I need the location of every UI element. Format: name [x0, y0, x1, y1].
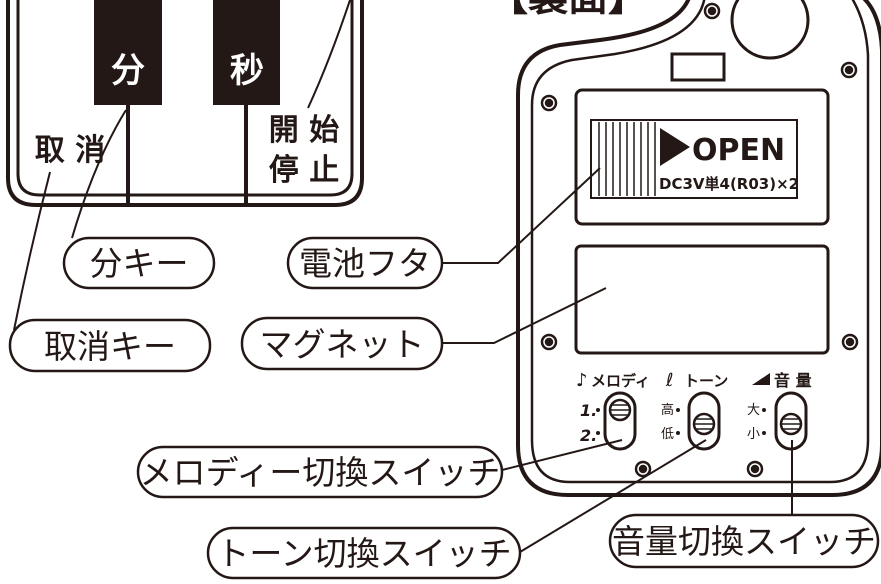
melody-switch	[603, 391, 637, 451]
open-text: OPEN	[692, 133, 785, 168]
leader-cancel	[13, 171, 51, 331]
battery-cover-callout	[286, 236, 444, 290]
open-arrow-icon	[660, 128, 690, 166]
start-key-label-2: 停 止	[269, 153, 339, 188]
leader-start-top	[307, 0, 351, 109]
melody-switch-label: メロディ	[591, 372, 650, 390]
volume-switch-callout	[608, 513, 880, 569]
hanging-hole	[730, 0, 810, 60]
volume-icon	[752, 373, 770, 385]
leader-minute	[71, 109, 127, 239]
tone-pos-high: 高	[661, 402, 674, 418]
start-key-label-1: 開 始	[269, 113, 339, 148]
cancel-key-label: 取 消	[35, 133, 105, 168]
volume-pos-quiet: 小	[747, 427, 760, 442]
volume-switch	[774, 391, 808, 451]
heading-fragment: 【裏面】	[488, 0, 648, 20]
tone-switch	[687, 391, 721, 451]
battery-cover-callout-text: 電池フタ	[299, 244, 431, 283]
ear-icon: ℓ	[665, 370, 673, 391]
minute-key-callout	[62, 236, 216, 290]
volume-pos-loud: 大	[747, 403, 760, 418]
leader-magnet	[442, 287, 607, 344]
minute-key-label: 分	[111, 51, 145, 91]
position-dots	[596, 408, 766, 435]
battery-label-plate	[590, 119, 798, 199]
minute-key	[94, 0, 162, 105]
magnet-callout-text: マグネット	[260, 325, 425, 364]
cancel-key-callout-text: 取消キー	[44, 327, 176, 366]
body-top-details	[670, 0, 810, 82]
leader-tone	[519, 439, 707, 553]
leader-battery	[442, 167, 601, 264]
second-key-label: 秒	[230, 51, 264, 91]
grip-ridges	[598, 122, 656, 196]
minute-key-callout-text: 分キー	[90, 244, 189, 283]
leader-second-top	[261, 0, 279, 29]
leader-lines	[13, 109, 793, 553]
melody-pos-2: 2.	[580, 426, 597, 445]
volume-switch-callout-text: 音量切換スイッチ	[612, 522, 876, 561]
battery-spec: DC3V単4(R03)×2	[659, 175, 799, 193]
tone-switch-callout-text: トーン切換スイッチ	[216, 534, 511, 573]
volume-switch-label: 音 量	[774, 371, 812, 390]
melody-switch-callout	[136, 445, 504, 499]
magnet-panel	[574, 244, 830, 355]
melody-switch-callout-text: メロディー切換スイッチ	[140, 453, 501, 492]
cancel-key-callout	[8, 318, 212, 373]
melody-pos-1: 1.	[580, 401, 597, 420]
tone-switch-label: トーン	[684, 372, 728, 390]
tone-pos-low: 低	[661, 427, 674, 442]
tone-switch-callout	[206, 526, 522, 580]
slot	[670, 52, 726, 82]
magnet-callout	[240, 316, 444, 371]
music-note-icon: ♪	[576, 370, 588, 391]
leader-melody	[501, 439, 623, 471]
screws	[540, 2, 859, 478]
